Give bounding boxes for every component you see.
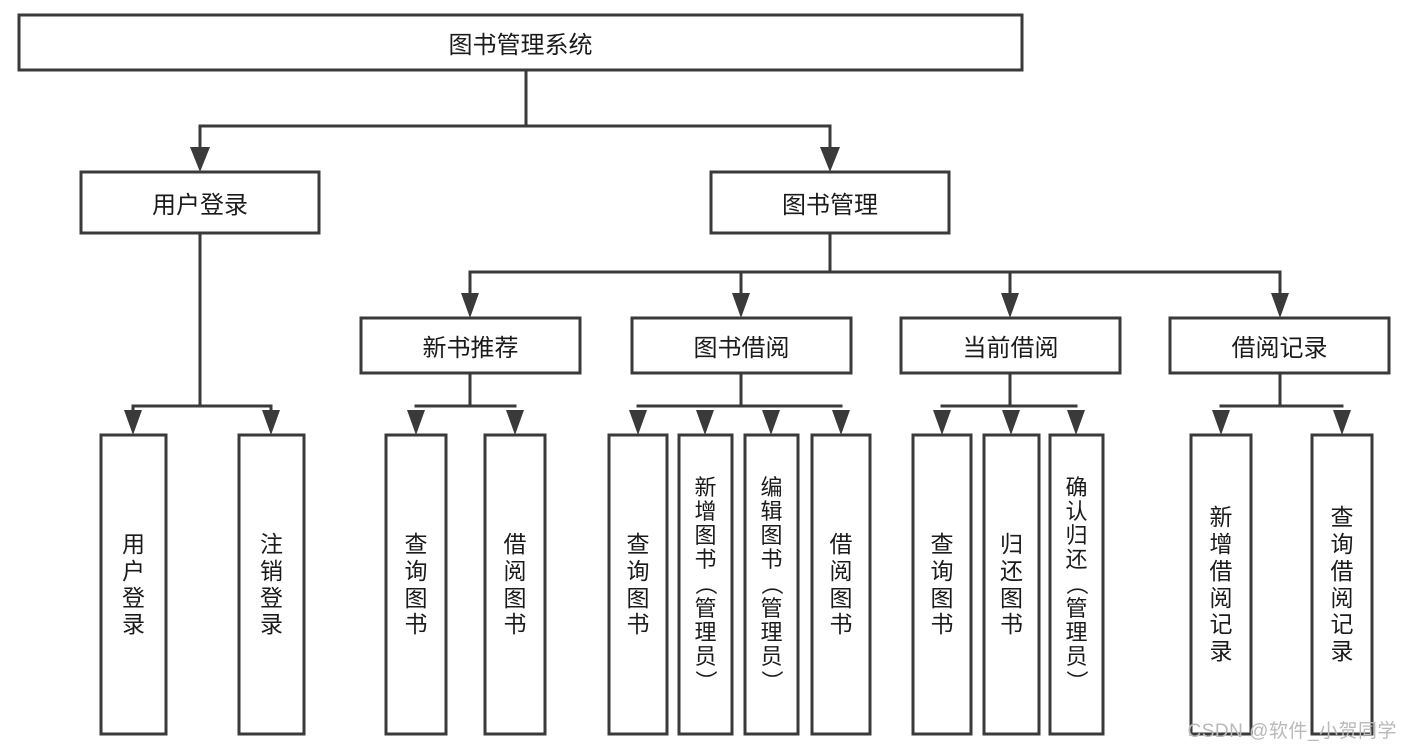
watermark: CSDN @软件_小贺同学	[1187, 721, 1397, 742]
node-box-leaf-query-borrow-record[interactable]	[1310, 433, 1374, 736]
arrow-to-leaf-add-borrow-record	[1212, 410, 1230, 435]
arrow-to-leaf-query-book-borrow	[629, 410, 647, 435]
arrow-to-leaf-edit-book-admin	[762, 410, 780, 435]
arrow-to-leaf-borrow-book	[832, 410, 850, 435]
arrow-to-leaf-query-book-current	[933, 410, 951, 435]
node-box-leaf-borrow-book-recommend[interactable]	[483, 433, 547, 736]
node-box-leaf-add-borrow-record[interactable]	[1189, 433, 1253, 736]
node-box-leaf-confirm-return-admin[interactable]	[1048, 433, 1105, 736]
node-box-user-login[interactable]	[79, 170, 321, 235]
node-box-book-borrow[interactable]	[630, 316, 853, 375]
node-box-book-manage[interactable]	[709, 170, 951, 235]
node-box-leaf-edit-book-admin[interactable]	[743, 433, 800, 736]
arrow-to-current-borrow	[1001, 293, 1019, 318]
node-box-leaf-query-book-recommend[interactable]	[384, 433, 448, 736]
connector-layer	[124, 68, 1351, 435]
node-box-new-book-recommend[interactable]	[359, 316, 582, 375]
node-box-leaf-add-book-admin[interactable]	[677, 433, 734, 736]
node-box-borrow-record[interactable]	[1168, 316, 1391, 375]
node-box-leaf-query-book-borrow[interactable]	[607, 433, 669, 736]
node-box-leaf-user-login[interactable]	[99, 433, 168, 736]
arrow-to-leaf-query-borrow-record	[1333, 410, 1351, 435]
node-rect-layer	[17, 13, 1391, 736]
arrow-to-leaf-confirm-return-admin	[1067, 410, 1085, 435]
arrow-to-user-login	[190, 147, 210, 172]
arrow-to-leaf-return-book	[1002, 410, 1020, 435]
node-box-root[interactable]	[17, 13, 1024, 72]
node-box-current-borrow[interactable]	[899, 316, 1122, 375]
arrow-to-book-borrow	[732, 293, 750, 318]
node-box-leaf-borrow-book[interactable]	[810, 433, 872, 736]
arrow-to-leaf-add-book-admin	[696, 410, 714, 435]
node-box-leaf-return-book[interactable]	[982, 433, 1041, 736]
arrow-to-leaf-borrow-book-recommend	[506, 410, 524, 435]
node-box-leaf-logout[interactable]	[237, 433, 306, 736]
node-box-leaf-query-book-current[interactable]	[911, 433, 973, 736]
arrow-to-new-book-recommend	[461, 293, 479, 318]
arrow-to-book-manage	[820, 147, 840, 172]
arrow-to-leaf-logout	[262, 410, 280, 435]
arrow-to-borrow-record	[1271, 293, 1289, 318]
arrow-to-leaf-user-login	[124, 410, 142, 435]
arrow-to-leaf-query-book-recommend	[407, 410, 425, 435]
